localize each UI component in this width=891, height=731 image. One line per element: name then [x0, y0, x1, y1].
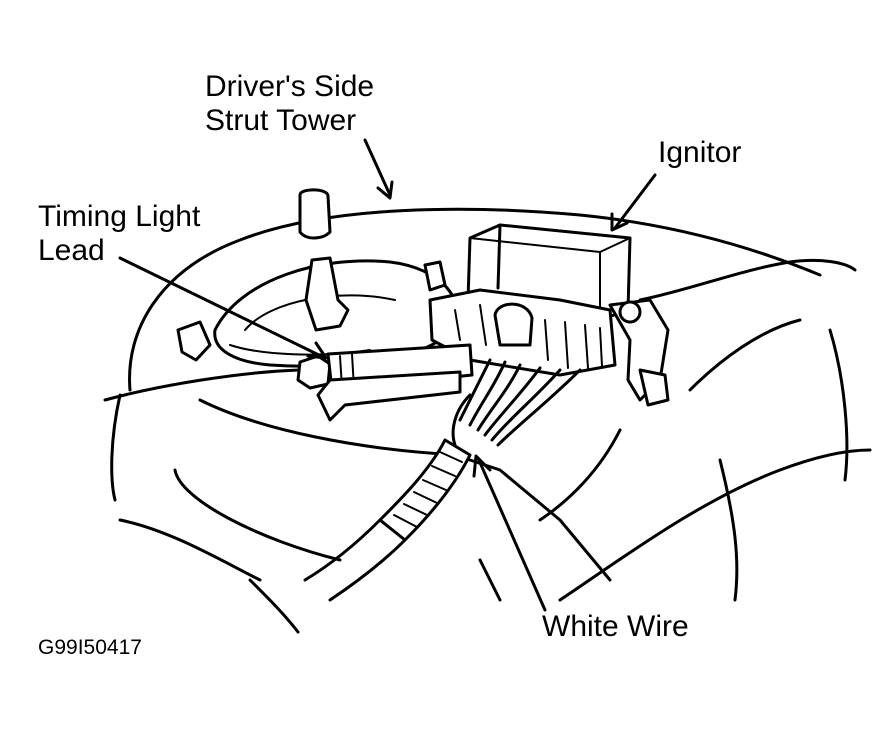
wire-loom [303, 393, 472, 602]
wiring-connector [428, 288, 617, 447]
timing-light-label-line2: Lead [38, 234, 105, 267]
leader-lines [118, 138, 657, 612]
white-wire-label: White Wire [542, 610, 689, 643]
timing-light-lead [103, 343, 474, 422]
figure-code: G99I50417 [38, 636, 142, 659]
fender-area [118, 258, 872, 634]
timing-light-label-line1: Timing Light [38, 200, 201, 233]
ignitor-label: Ignitor [658, 136, 742, 169]
strut-tower-label-line2: Strut Tower [205, 104, 357, 137]
strut-tower-label-line1: Driver's Side [205, 70, 375, 103]
